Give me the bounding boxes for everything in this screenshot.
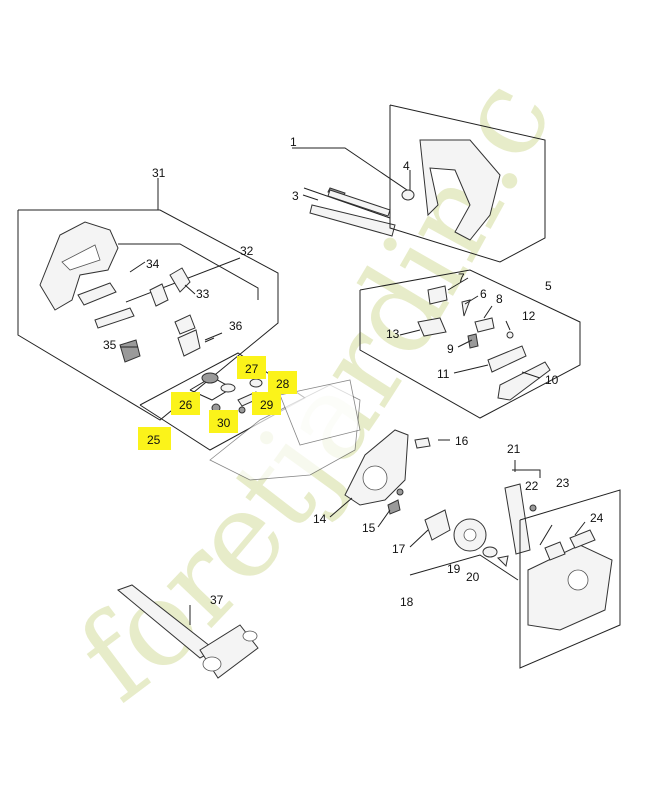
highlight-25 xyxy=(138,427,171,450)
callout-26: 26 xyxy=(179,398,193,412)
callout-35: 35 xyxy=(103,338,117,352)
callout-36: 36 xyxy=(229,319,243,333)
callout-23: 23 xyxy=(556,476,570,490)
hand-guard-part xyxy=(401,139,501,241)
group-5-frame xyxy=(359,269,581,419)
group-4-frame xyxy=(389,104,546,263)
highlight-27 xyxy=(237,356,266,379)
side-plate-part xyxy=(344,429,431,506)
callout-28: 28 xyxy=(276,377,290,391)
callout-19: 19 xyxy=(447,562,461,576)
guide-bar-part xyxy=(309,187,396,237)
callout-22: 22 xyxy=(525,479,539,493)
callout-29: 29 xyxy=(260,398,274,412)
highlight-boxes xyxy=(138,356,297,450)
callout-14: 14 xyxy=(313,512,327,526)
highlight-30 xyxy=(209,410,238,433)
callout-6: 6 xyxy=(480,287,487,301)
callout-12: 12 xyxy=(522,309,536,323)
callout-17: 17 xyxy=(392,542,406,556)
bracket-21-part xyxy=(504,460,541,555)
sprocket-cover-part xyxy=(527,529,613,631)
callout-8: 8 xyxy=(496,292,503,306)
callout-33: 33 xyxy=(196,287,210,301)
highlight-26 xyxy=(171,392,200,415)
callout-4: 4 xyxy=(403,159,410,173)
callout-3: 3 xyxy=(292,189,299,203)
group-23-frame xyxy=(519,489,621,669)
callout-labels: 1 3 4 31 32 34 33 36 35 7 5 6 8 12 13 9 … xyxy=(103,135,604,609)
highlight-28 xyxy=(268,371,297,394)
callout-25: 25 xyxy=(147,433,161,447)
crankcase-part xyxy=(209,379,361,481)
callout-31: 31 xyxy=(152,166,166,180)
scrench-tool-part xyxy=(117,584,259,679)
highlight-29 xyxy=(252,392,281,415)
callout-34: 34 xyxy=(146,257,160,271)
callout-18: 18 xyxy=(400,595,414,609)
leader-lines xyxy=(120,180,586,548)
callout-37: 37 xyxy=(210,593,224,607)
rear-handle-part xyxy=(39,221,119,311)
callout-10: 10 xyxy=(545,373,559,387)
callout-1: 1 xyxy=(290,135,297,149)
callout-15: 15 xyxy=(362,521,376,535)
callout-24: 24 xyxy=(590,511,604,525)
callout-9: 9 xyxy=(447,342,454,356)
callout-27: 27 xyxy=(245,362,259,376)
callout-32: 32 xyxy=(240,244,254,258)
callout-7: 7 xyxy=(458,271,465,285)
callout-5: 5 xyxy=(545,279,552,293)
group-18-frame xyxy=(409,554,519,581)
callout-16: 16 xyxy=(455,434,469,448)
callout-11: 11 xyxy=(437,367,450,381)
callout-20: 20 xyxy=(466,570,480,584)
callout-21: 21 xyxy=(507,442,521,456)
group-5-parts xyxy=(417,285,551,401)
trigger-part xyxy=(77,267,215,363)
callout-13: 13 xyxy=(386,327,400,341)
callout-30: 30 xyxy=(217,416,231,430)
clutch-parts xyxy=(387,488,509,568)
